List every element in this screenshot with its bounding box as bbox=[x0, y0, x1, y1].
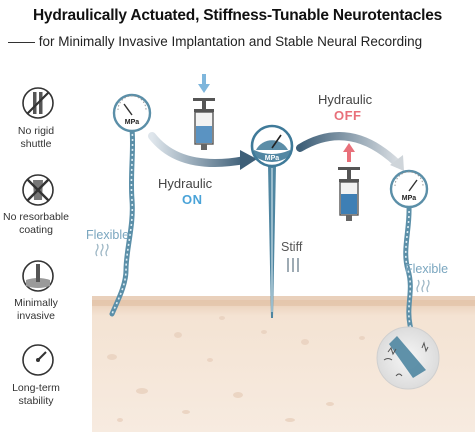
feature-label-line: Minimally bbox=[14, 297, 58, 309]
state-label-flexible-right: Flexible bbox=[405, 262, 449, 276]
hydraulic-on-arrow bbox=[148, 132, 249, 167]
minimally-invasive-icon bbox=[22, 260, 54, 292]
middle-probe bbox=[250, 124, 294, 318]
left-probe bbox=[109, 93, 152, 317]
hydraulic-off-status: OFF bbox=[334, 108, 362, 123]
recording-zoom-inset bbox=[376, 326, 440, 390]
syringe-on-icon bbox=[193, 74, 215, 150]
feature-label-no-coating: No resorbable coating bbox=[0, 211, 72, 237]
gauge-unit-left: MPa bbox=[125, 119, 140, 126]
diagram-title: Hydraulically Actuated, Stiffness-Tunabl… bbox=[32, 7, 443, 24]
state-label-flexible-left: Flexible bbox=[86, 228, 130, 242]
hydraulic-on-arrowhead bbox=[240, 150, 257, 170]
feature-label-line: invasive bbox=[17, 310, 55, 322]
gauge-unit-middle: MPa bbox=[265, 155, 280, 162]
feature-label-line: shuttle bbox=[20, 138, 52, 150]
feature-label-line: stability bbox=[18, 395, 54, 407]
no-shuttle-icon bbox=[22, 87, 54, 119]
feature-label-minimally-invasive: Minimally invasive bbox=[0, 297, 72, 323]
feature-label-line: No resorbable bbox=[3, 211, 69, 223]
hydraulic-off-arrow bbox=[296, 132, 402, 168]
hydraulic-off-label: Hydraulic bbox=[318, 92, 373, 107]
hydraulic-on-label: Hydraulic bbox=[158, 176, 213, 191]
hydraulic-off-arrowhead bbox=[390, 155, 404, 171]
feature-label-line: No rigid bbox=[17, 125, 55, 137]
feature-label-no-shuttle: No rigid shuttle bbox=[0, 125, 72, 151]
hydraulic-on-status: ON bbox=[182, 192, 203, 207]
diagram-subtitle: —— for Minimally Invasive Implantation a… bbox=[8, 34, 423, 49]
feature-label-long-term-stability: Long-term stability bbox=[0, 382, 72, 408]
feature-label-line: Long-term bbox=[12, 382, 60, 394]
no-coating-icon bbox=[22, 174, 54, 206]
stiff-marks-icon bbox=[287, 258, 299, 272]
gauge-icon bbox=[22, 344, 54, 376]
feature-label-line: coating bbox=[19, 224, 53, 236]
flexible-wave-icon-left bbox=[95, 243, 109, 257]
gauge-unit-right: MPa bbox=[402, 195, 417, 202]
flexible-wave-icon-right bbox=[416, 279, 430, 293]
syringe-off-icon bbox=[338, 143, 360, 221]
state-label-stiff: Stiff bbox=[281, 240, 303, 254]
